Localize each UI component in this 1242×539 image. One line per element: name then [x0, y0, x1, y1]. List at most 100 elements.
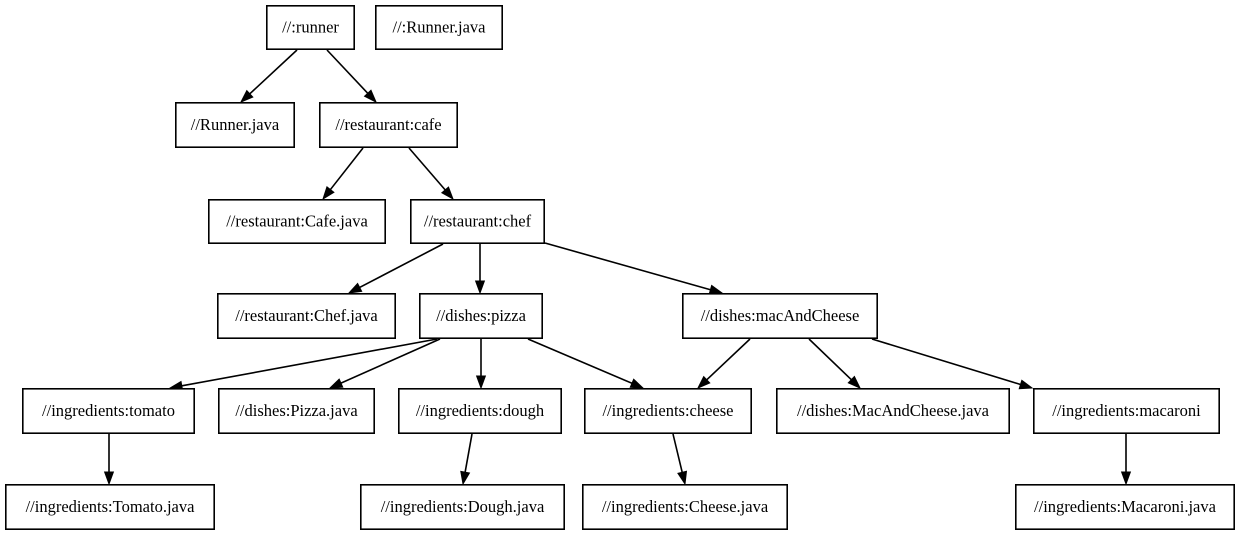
graph-node-dishes_mac_java[interactable]: //dishes:MacAndCheese.java — [775, 387, 1010, 434]
edge-line — [871, 338, 1021, 386]
graph-node-runner[interactable]: //:runner — [265, 5, 355, 51]
edge-arrowhead-icon — [460, 470, 471, 486]
node-rect[interactable] — [397, 387, 562, 434]
node-rect[interactable] — [359, 483, 565, 530]
node-label: //ingredients:Cheese.java — [602, 497, 769, 516]
edge-line — [408, 147, 446, 191]
node-rect[interactable] — [409, 199, 545, 245]
node-label: //ingredients:Dough.java — [381, 497, 545, 516]
node-label: //restaurant:Chef.java — [235, 306, 378, 325]
node-label: //ingredients:macaroni — [1052, 401, 1201, 420]
node-label: //Runner.java — [191, 115, 280, 134]
graph-node-ing_tomato_java[interactable]: //ingredients:Tomato.java — [5, 483, 215, 530]
edge-line — [544, 242, 711, 291]
edge-arrowhead-icon — [696, 375, 711, 389]
graph-edge — [1120, 434, 1132, 486]
edge-arrowhead-icon — [474, 280, 486, 295]
node-label: //dishes:macAndCheese — [701, 306, 860, 325]
graph-node-dishes_pizza_java[interactable]: //dishes:Pizza.java — [218, 387, 375, 434]
graph-edge — [460, 433, 473, 486]
edge-arrowhead-icon — [239, 89, 254, 103]
graph-node-ing_dough[interactable]: //ingredients:dough — [397, 387, 562, 434]
edge-line — [181, 338, 438, 387]
graph-node-dishes_macandcheese[interactable]: //dishes:macAndCheese — [681, 292, 878, 339]
edge-arrowhead-icon — [322, 186, 335, 201]
edge-arrowhead-icon — [1018, 379, 1034, 390]
edge-arrowhead-icon — [363, 89, 377, 104]
node-rect[interactable] — [21, 387, 195, 434]
graph-node-restaurant_cafe[interactable]: //restaurant:cafe — [318, 102, 458, 149]
graph-node-restaurant_chef_java[interactable]: //restaurant:Chef.java — [217, 292, 396, 339]
node-rect[interactable] — [208, 199, 386, 245]
graph-node-ing_dough_java[interactable]: //ingredients:Dough.java — [359, 483, 565, 530]
graph-edge — [871, 338, 1034, 390]
graph-edge — [672, 433, 688, 486]
node-label: //dishes:pizza — [436, 306, 526, 325]
edge-line — [672, 433, 683, 473]
node-label: //dishes:Pizza.java — [235, 401, 358, 420]
edge-arrowhead-icon — [328, 378, 344, 389]
node-rect[interactable] — [175, 102, 296, 149]
graph-node-dishes_pizza[interactable]: //dishes:pizza — [418, 292, 543, 339]
node-label: //ingredients:Macaroni.java — [1034, 497, 1217, 516]
edge-line — [359, 243, 444, 289]
graph-edge — [475, 339, 487, 390]
node-label: //dishes:MacAndCheese.java — [797, 401, 990, 420]
edge-arrowhead-icon — [347, 282, 363, 294]
nodes-layer: //:runner //:Runner.java //Runner.java //re… — [5, 5, 1235, 530]
graph-edge — [808, 338, 862, 390]
node-label: //:Runner.java — [392, 17, 486, 36]
edge-line — [326, 49, 369, 94]
graph-node-ing_macaroni[interactable]: //ingredients:macaroni — [1033, 387, 1221, 434]
edge-line — [329, 147, 364, 191]
edge-line — [340, 338, 441, 384]
edge-arrowhead-icon — [708, 284, 724, 295]
node-label: //:runner — [282, 17, 339, 36]
node-rect[interactable] — [583, 387, 752, 434]
graph-node-restaurant_cafe_java[interactable]: //restaurant:Cafe.java — [208, 199, 386, 245]
graph-edge — [239, 49, 298, 103]
graph-edge — [328, 338, 441, 389]
edge-line — [706, 338, 751, 381]
node-rect[interactable] — [418, 292, 543, 339]
node-rect[interactable] — [218, 387, 375, 434]
node-rect[interactable] — [1033, 387, 1221, 434]
node-rect[interactable] — [265, 5, 355, 51]
graph-node-ing_cheese[interactable]: //ingredients:cheese — [583, 387, 752, 434]
graph-node-restaurant_chef[interactable]: //restaurant:chef — [409, 199, 545, 245]
graph-edge — [544, 242, 724, 295]
edge-arrowhead-icon — [629, 378, 645, 389]
edge-line — [249, 49, 298, 95]
node-rect[interactable] — [681, 292, 878, 339]
graph-edge — [322, 147, 364, 201]
graph-node-runner_java[interactable]: //Runner.java — [175, 102, 296, 149]
node-rect[interactable] — [775, 387, 1010, 434]
graph-edge — [408, 147, 454, 201]
node-label: //ingredients:Tomato.java — [26, 497, 196, 516]
node-rect[interactable] — [374, 5, 503, 51]
node-rect[interactable] — [1014, 483, 1235, 530]
node-rect[interactable] — [581, 483, 788, 530]
node-rect[interactable] — [5, 483, 215, 530]
edge-line — [527, 338, 633, 385]
node-label: //ingredients:cheese — [602, 401, 733, 420]
edge-arrowhead-icon — [677, 470, 688, 486]
graph-edge — [474, 244, 486, 295]
graph-node-runner_java_root[interactable]: //:Runner.java — [374, 5, 503, 51]
node-rect[interactable] — [318, 102, 458, 149]
node-label: //ingredients:tomato — [42, 401, 175, 420]
edges-layer — [103, 49, 1132, 486]
edge-arrowhead-icon — [103, 471, 115, 486]
node-label: //ingredients:dough — [416, 401, 545, 420]
graph-edge — [347, 243, 444, 294]
graph-node-ing_cheese_java[interactable]: //ingredients:Cheese.java — [581, 483, 788, 530]
node-rect[interactable] — [217, 292, 396, 339]
graph-node-ing_tomato[interactable]: //ingredients:tomato — [21, 387, 195, 434]
node-label: //restaurant:chef — [424, 211, 532, 230]
edge-line — [808, 338, 852, 381]
graph-node-ing_macaroni_java[interactable]: //ingredients:Macaroni.java — [1014, 483, 1235, 530]
edge-arrowhead-icon — [440, 186, 454, 201]
edge-line — [464, 433, 473, 473]
